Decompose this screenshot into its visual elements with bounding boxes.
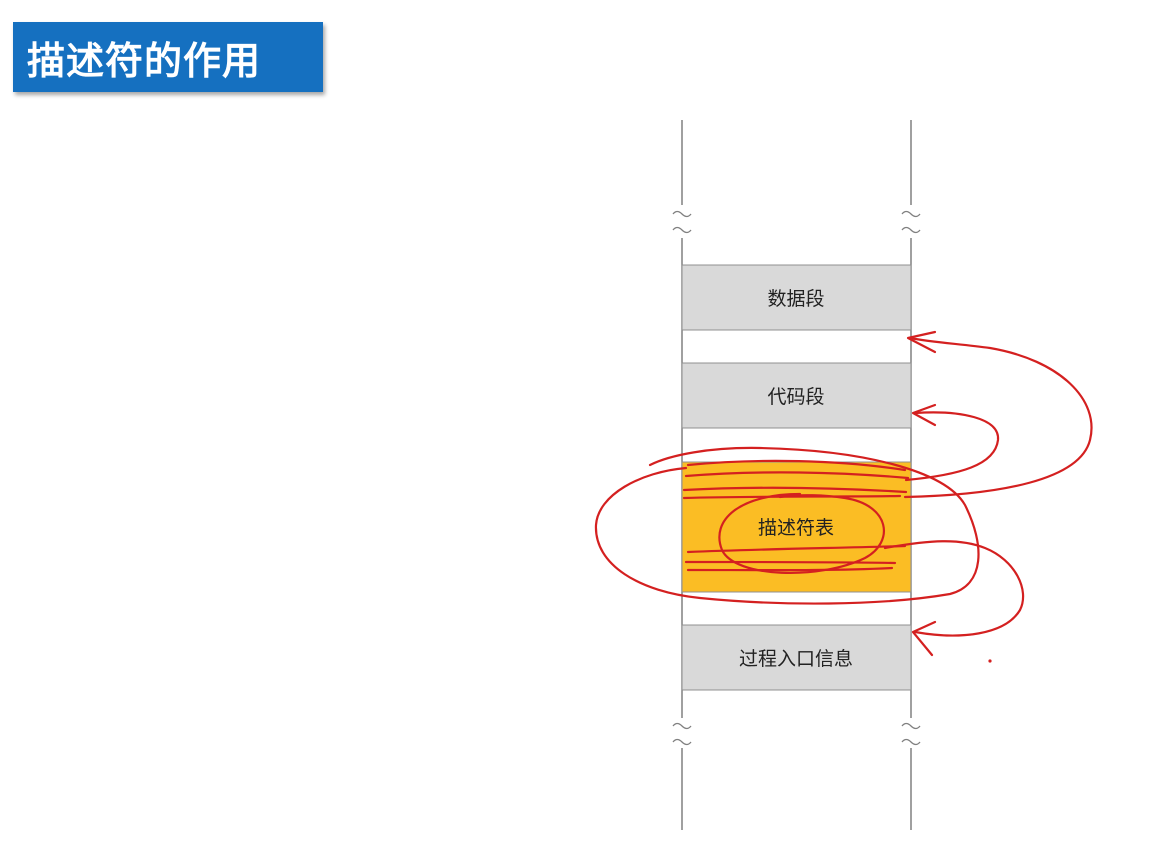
break-mark-bottom-right [901,722,921,730]
scribble-line [682,486,908,494]
arrow-to-procedure-entry [883,540,1025,637]
scribble-line [686,544,907,554]
arrow-to-code-segment [904,411,1000,482]
table-loop [594,446,980,605]
slide-title: 描述符的作用 [27,38,262,83]
segment-code: 代码段 [681,362,912,429]
arrow-head [911,403,937,427]
segment-data: 数据段 [681,264,912,331]
break-marks [672,210,921,746]
break-mark-bottom-left [672,722,692,730]
segment-code-label: 代码段 [767,386,824,408]
scribble-line [684,560,897,565]
slide-title-banner: 描述符的作用 [13,22,323,92]
break-mark-top-right [901,210,921,218]
scribble-line [686,459,907,472]
segment-data-label: 数据段 [767,288,824,310]
label-circle [718,492,885,575]
scribble-line [686,566,894,572]
scribble-line [684,471,910,480]
segment-procedure-entry-label: 过程入口信息 [739,648,853,670]
segment-descriptor-table-label: 描述符表 [758,517,834,539]
arrow-to-data-segment [903,336,1093,499]
hand-annotations [594,330,1093,657]
stray-ink-dot [988,659,992,663]
arrow-head [906,330,937,354]
segment-procedure-entry: 过程入口信息 [681,624,912,691]
arrow-head [911,620,937,657]
break-mark-top-left [672,210,692,218]
scribble-line [682,494,902,500]
